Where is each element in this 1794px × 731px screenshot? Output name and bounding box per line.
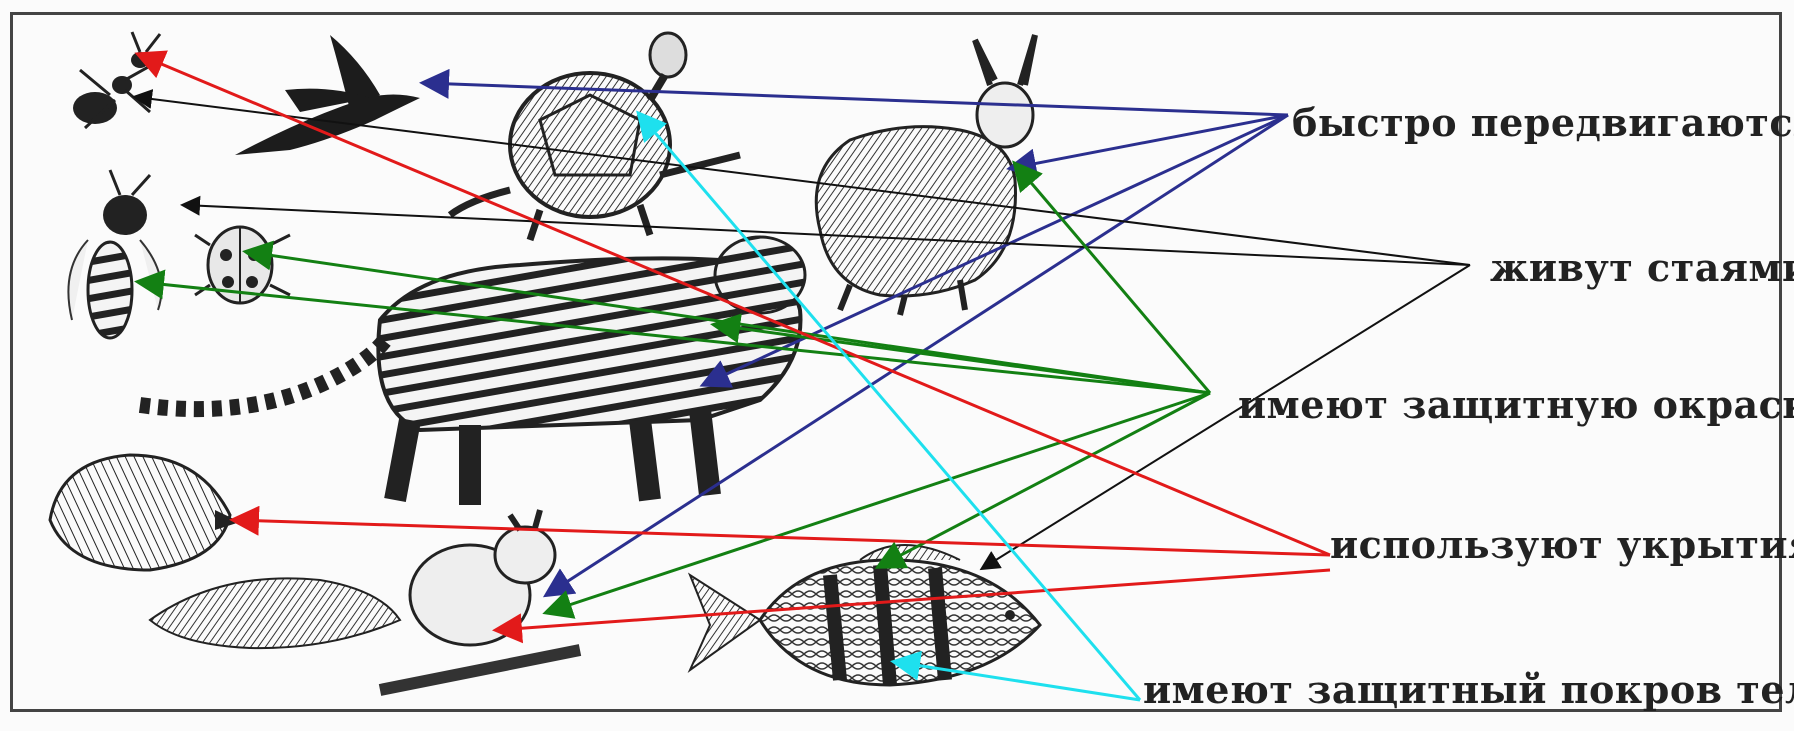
label-shelter: используют укрытия (1330, 522, 1794, 567)
hedgehog-illustration (50, 455, 240, 570)
arrow-shelter-ant (140, 55, 1330, 555)
arrow-camo-fish (880, 393, 1210, 566)
arrow-camo-hare (1016, 165, 1210, 393)
bee-illustration (68, 170, 161, 338)
turtle-illustration (450, 33, 740, 240)
swallow-illustration (235, 35, 420, 155)
label-camouflage: имеют защитную окраску (1238, 382, 1794, 427)
ant-illustration (73, 32, 160, 128)
label-cover: имеют защитный покров тела (1143, 667, 1794, 712)
arrow-shelter-hedgehog (235, 520, 1330, 555)
label-fast: быстро передвигаются (1292, 100, 1794, 145)
hare-illustration (816, 35, 1035, 315)
label-flocks: живут стаями (1490, 245, 1794, 290)
